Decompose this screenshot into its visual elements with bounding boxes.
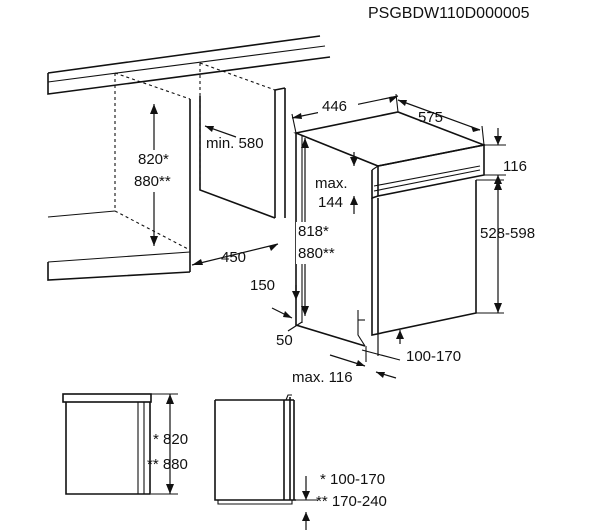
- depth-450-label: 450: [221, 249, 246, 266]
- max-116-label: max. 116: [292, 369, 353, 386]
- dim-150-label: 150: [250, 277, 275, 294]
- side-view-right: [214, 394, 296, 505]
- depth-dimension: [397, 99, 485, 146]
- max-label: max.: [315, 175, 348, 192]
- document-code: PSGBDW110D000005: [368, 5, 530, 22]
- plinth-label: 100-170: [406, 348, 461, 365]
- worktop: [47, 35, 331, 95]
- side-height-label-2: ** 880: [147, 456, 188, 473]
- depth-label: 575: [418, 109, 443, 126]
- niche-frame: [47, 62, 286, 281]
- side-plinth-label-2: ** 170-240: [316, 493, 387, 510]
- niche-height-label-1: 818*: [298, 223, 329, 240]
- height-label-2: 880**: [134, 173, 171, 190]
- dim-50-label: 50: [276, 332, 293, 349]
- side-plinth-label-1: * 100-170: [320, 471, 385, 488]
- max-116-dimension: [329, 346, 397, 379]
- top-panel-label: 116: [503, 158, 527, 175]
- depth-450-dimension: [191, 243, 279, 266]
- door-height-label: 528-598: [480, 225, 535, 242]
- height-label-1: 820*: [138, 151, 169, 168]
- side-view-left: [62, 393, 152, 495]
- side-view-left-dim: [151, 393, 178, 495]
- dim-150: [292, 285, 300, 300]
- side-height-label-1: * 820: [153, 431, 188, 448]
- niche-height-label-2: 880**: [298, 245, 335, 262]
- min-depth-label: min. 580: [206, 135, 264, 152]
- max-144-label: 144: [318, 194, 343, 211]
- min-depth-dimension: [204, 125, 237, 138]
- plinth-dimension: [361, 330, 404, 361]
- max-144-dimension: [350, 152, 358, 214]
- dim-50: [271, 307, 303, 332]
- side-view-right-dim: [296, 476, 318, 530]
- width-label: 446: [322, 98, 347, 115]
- door-height-dimension: [476, 179, 504, 314]
